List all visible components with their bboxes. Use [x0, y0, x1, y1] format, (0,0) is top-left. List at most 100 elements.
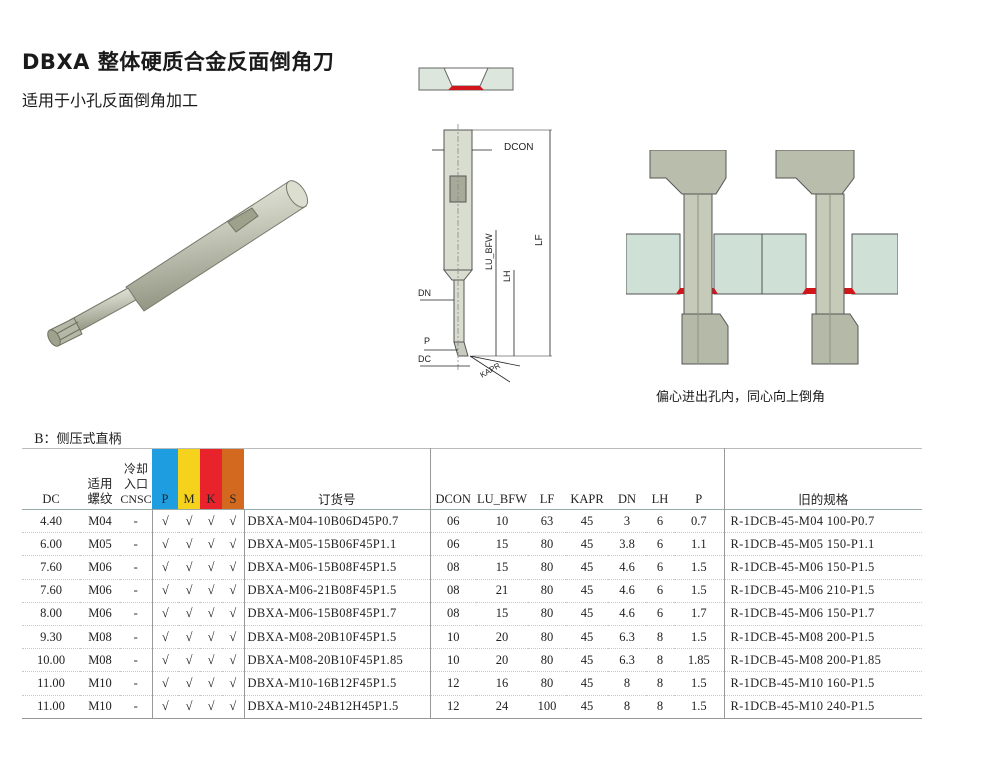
hole-section-icon	[418, 67, 514, 91]
cell-material-m: √	[185, 606, 193, 621]
cell-kapr: 45	[580, 536, 594, 551]
cell-kapr: 45	[580, 652, 594, 667]
cell-order-code: DBXA-M10-16B12F45P1.5	[247, 675, 397, 690]
cell-lh: 6	[656, 583, 664, 598]
cell-cnsc: -	[133, 583, 138, 598]
cell-dc: 9.30	[40, 629, 62, 644]
cell-pitch: 1.85	[687, 652, 710, 667]
cell-material-p: √	[151, 579, 178, 603]
dimension-drawing: DCON LF LU_BFW LH DN P DC KAPR	[418, 124, 552, 383]
process-caption: 偏心进出孔内，同心向上倒角	[656, 390, 826, 405]
header-material-k: K	[200, 448, 222, 510]
cell-old-spec: R-1DCB-45-M06 210-P1.5	[723, 579, 922, 603]
cell-dcon: 10	[429, 625, 476, 649]
header-dc: DC	[42, 492, 60, 506]
cell-cnsc: -	[133, 606, 138, 621]
cell-lf: 80	[540, 629, 554, 644]
cell-kapr: 45	[580, 699, 594, 714]
section-label: B：侧压式直柄	[34, 432, 122, 447]
tool-3d-illustration	[47, 180, 309, 347]
cell-dn: 8	[623, 675, 631, 690]
cell-lh: 8	[656, 699, 664, 714]
cell-lu-bfw: 24	[495, 699, 509, 714]
cell-material-m: √	[185, 699, 193, 714]
cell-material-p: √	[151, 532, 178, 556]
cell-order-code: DBXA-M06-21B08F45P1.5	[247, 583, 397, 598]
cell-material-k: √	[207, 536, 215, 551]
cell-material-k: √	[207, 652, 215, 667]
header-thread: 适用螺纹	[87, 477, 113, 506]
cell-cnsc: -	[133, 629, 138, 644]
cell-order-code: DBXA-M08-20B10F45P1.85	[247, 652, 404, 667]
cell-order-code: DBXA-M06-15B08F45P1.5	[247, 559, 397, 574]
cell-dcon: 06	[429, 509, 476, 533]
cell-pitch: 1.5	[690, 559, 707, 574]
cell-dn: 4.6	[619, 606, 635, 621]
process-illustration	[626, 150, 898, 365]
cell-order-code: DBXA-M08-20B10F45P1.5	[247, 629, 397, 644]
cell-material-s: √	[222, 648, 245, 672]
cell-dc: 7.60	[40, 583, 62, 598]
cell-material-k: √	[207, 675, 215, 690]
cell-material-m: √	[185, 629, 193, 644]
cell-material-m: √	[185, 583, 193, 598]
cell-dc: 7.60	[40, 559, 62, 574]
cell-lu-bfw: 16	[495, 675, 509, 690]
header-pitch: P	[695, 492, 703, 506]
cell-material-s: √	[222, 695, 245, 719]
cell-pitch: 1.5	[690, 629, 707, 644]
cell-thread: M06	[88, 583, 112, 598]
cell-material-s: √	[222, 671, 245, 695]
cell-lu-bfw: 15	[495, 559, 509, 574]
cell-lh: 6	[656, 536, 664, 551]
cell-lu-bfw: 15	[495, 606, 509, 621]
cell-dn: 4.6	[619, 559, 635, 574]
cell-old-spec: R-1DCB-45-M08 200-P1.5	[723, 625, 922, 649]
cell-material-k: √	[207, 699, 215, 714]
cell-dcon: 12	[429, 695, 476, 719]
cell-pitch: 1.5	[690, 675, 707, 690]
cell-old-spec: R-1DCB-45-M06 150-P1.7	[723, 602, 922, 626]
cell-order-code: DBXA-M06-15B08F45P1.7	[247, 606, 397, 621]
cell-thread: M06	[88, 559, 112, 574]
cell-pitch: 1.5	[690, 583, 707, 598]
cell-material-m: √	[185, 675, 193, 690]
cell-lh: 6	[656, 513, 664, 528]
cell-lf: 80	[540, 536, 554, 551]
cell-old-spec: R-1DCB-45-M10 240-P1.5	[723, 695, 922, 719]
cell-material-s: √	[222, 579, 245, 603]
cell-thread: M06	[88, 606, 112, 621]
cell-dcon: 06	[429, 532, 476, 556]
cell-material-m: √	[185, 652, 193, 667]
cell-dcon: 12	[429, 671, 476, 695]
header-kapr: KAPR	[570, 492, 604, 506]
page-title: DBXA 整体硬质合金反面倒角刀	[22, 50, 335, 74]
cell-material-s: √	[222, 509, 245, 533]
cell-lu-bfw: 15	[495, 536, 509, 551]
cell-thread: M04	[88, 513, 112, 528]
cell-lu-bfw: 20	[495, 652, 509, 667]
cell-lf: 80	[540, 583, 554, 598]
cell-lh: 8	[656, 675, 664, 690]
cell-old-spec: R-1DCB-45-M10 160-P1.5	[723, 671, 922, 695]
cell-material-s: √	[222, 555, 245, 580]
label-dc: DC	[418, 354, 431, 364]
cell-cnsc: -	[133, 675, 138, 690]
cell-kapr: 45	[580, 675, 594, 690]
cell-material-m: √	[185, 536, 193, 551]
cell-dcon: 08	[429, 555, 476, 580]
cell-dn: 8	[623, 699, 631, 714]
cell-old-spec: R-1DCB-45-M04 100-P0.7	[723, 509, 922, 533]
cell-lf: 100	[537, 699, 557, 714]
cell-dc: 10.00	[36, 652, 66, 667]
cell-dcon: 08	[429, 579, 476, 603]
cell-material-p: √	[151, 509, 178, 533]
cell-material-k: √	[207, 629, 215, 644]
cell-dcon: 10	[429, 648, 476, 672]
label-dn: DN	[418, 288, 431, 298]
cell-dn: 3.8	[619, 536, 635, 551]
